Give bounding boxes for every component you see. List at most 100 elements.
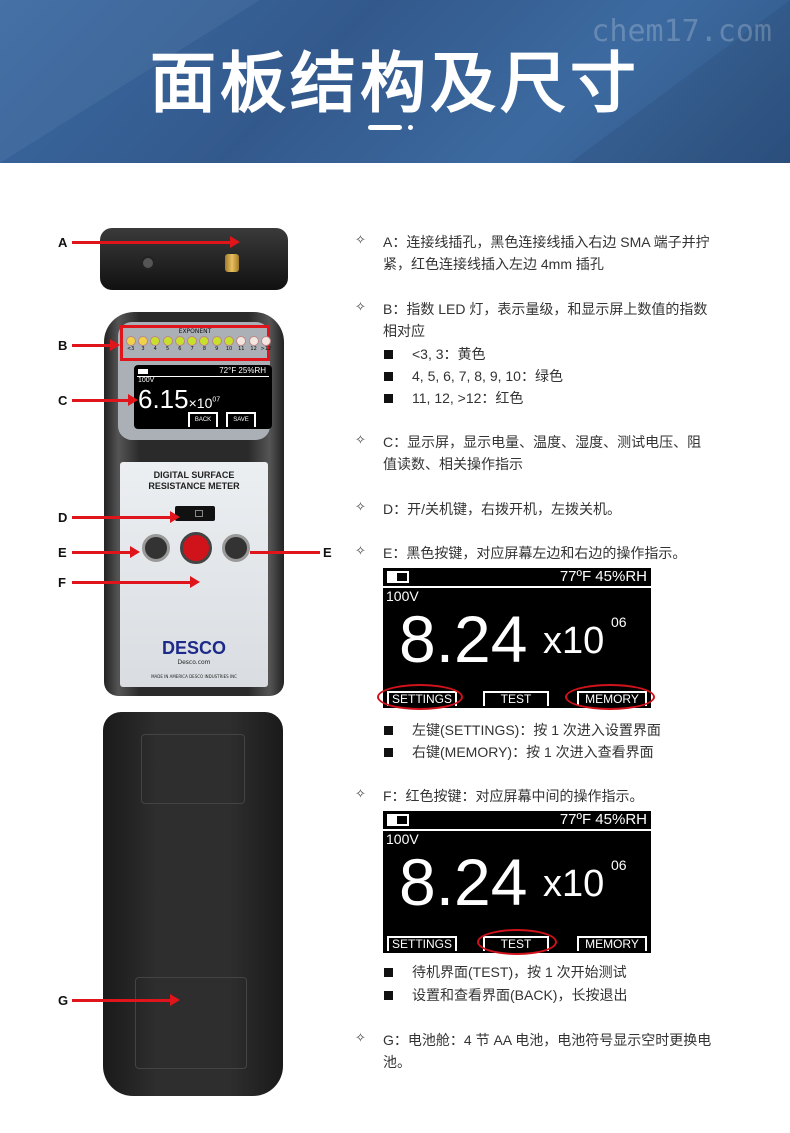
exponent-led: 11 [236,336,247,352]
reading-exponent: 06 [611,614,627,630]
label-g: G [58,993,69,1008]
reading-value: 8.24 [399,602,528,676]
label-b: B [58,338,68,353]
sub-item: 左键(SETTINGS)：按 1 次进入设置界面 [412,722,661,738]
battery-icon [138,369,148,374]
exponent-led: <3 [125,336,136,352]
exponent-led: 10 [223,336,235,352]
brand-logo: DESCO [161,638,226,658]
reading-value: 8.24 [399,845,528,919]
test-voltage: 100V [138,377,155,384]
diamond-bullet-icon: ✧ [355,1031,366,1046]
highlight-ring [377,684,463,710]
sub-item: 4, 5, 6, 7, 8, 9, 10：绿色 [412,368,563,384]
exponent-led: 3 [137,336,148,352]
reading-multiplier: x10 [543,620,605,662]
diamond-bullet-icon: ✧ [355,544,366,559]
sub-item: 设置和查看界面(BACK)，长按退出 [412,987,628,1003]
square-bullet-icon [384,726,393,735]
temp-humidity: 72°F 25%RH [219,366,266,375]
arrow-a [72,236,240,248]
diamond-bullet-icon: ✧ [355,233,366,248]
reading-exponent: 06 [611,857,627,873]
exponent-led: 4 [150,336,161,352]
power-switch[interactable] [175,506,215,521]
diamond-bullet-icon: ✧ [355,433,366,448]
reading-multiplier: x10 [543,863,605,905]
arrow-b [72,339,120,351]
label-d: D [58,510,68,525]
memory-softkey: MEMORY [577,936,647,951]
diamond-bullet-icon: ✧ [355,300,366,315]
square-bullet-icon [384,968,393,977]
label-e-right: E [323,545,332,560]
highlight-ring [477,929,557,955]
settings-softkey: SETTINGS [387,936,457,951]
exponent-led: 5 [162,336,173,352]
title-divider-dot [408,125,413,130]
square-bullet-icon [384,394,393,403]
device-screen: 72°F 25%RH 100V 6.15×1007 BACK SAVE [134,365,272,429]
device-faceplate: DIGITAL SURFACE RESISTANCE METER DESCO D… [120,462,268,687]
item-a: A：连接线插孔，黑色连接线插入右边 SMA 端子并拧 [383,234,710,250]
label-c: C [58,393,68,408]
item-g: G：电池舱：4 节 AA 电池，电池符号显示空时更换电 [383,1032,712,1048]
arrow-c [72,394,138,406]
device-top-view [100,228,288,290]
title-divider [368,125,402,130]
square-bullet-icon [384,991,393,1000]
arrow-g [72,994,180,1006]
left-black-button[interactable] [142,534,170,562]
item-b: 相对应 [383,323,425,339]
save-softkey: SAVE [226,412,256,427]
diamond-bullet-icon: ✧ [355,500,366,515]
item-g: 池。 [383,1054,411,1070]
4mm-jack [141,256,155,270]
arrow-e-left [72,546,140,558]
square-bullet-icon [384,350,393,359]
reading: 6.15×1007 [138,384,221,414]
item-c: C：显示屏，显示电量、温度、湿度、测试电压、阻 [383,434,702,450]
center-red-button[interactable] [180,532,212,564]
battery-icon [387,814,409,826]
label-e-left: E [58,545,67,560]
back-softkey: BACK [188,412,218,427]
exponent-led: >12 [260,336,271,352]
label-a: A [58,235,68,250]
sub-item: <3, 3：黄色 [412,346,486,362]
battery-icon [387,571,409,583]
highlight-ring [565,684,655,710]
exponent-led: 8 [199,336,210,352]
item-e: E：黑色按键，对应屏幕左边和右边的操作指示。 [383,545,687,561]
square-bullet-icon [384,748,393,757]
test-voltage: 100V [386,831,419,847]
right-black-button[interactable] [222,534,250,562]
battery-compartment [135,977,247,1069]
test-voltage: 100V [386,588,419,604]
exponent-led: 12 [248,336,259,352]
item-c: 值读数、相关操作指示 [383,456,523,472]
item-d: D：开/关机键，右拨开机，左拨关机。 [383,501,621,517]
temp-humidity: 77ºF 45%RH [559,811,647,828]
label-f: F [58,575,66,590]
arrow-d [72,511,180,523]
exponent-led: 7 [186,336,198,352]
arrow-e-right [250,551,320,554]
watermark: chem17.com [591,14,772,49]
sma-connector [225,254,239,272]
arrow-f [72,576,200,588]
page-title: 面板结构及尺寸 [150,45,640,122]
sub-item: 待机界面(TEST)，按 1 次开始测试 [412,964,627,980]
header-banner: chem17.com 面板结构及尺寸 [0,0,790,163]
test-softkey: TEST [483,691,549,706]
sub-item: 右键(MEMORY)：按 1 次进入查看界面 [412,744,654,760]
sub-item: 11, 12, >12：红色 [412,390,524,406]
exponent-led: 9 [211,336,222,352]
diamond-bullet-icon: ✧ [355,787,366,802]
square-bullet-icon [384,372,393,381]
item-f: F：红色按键：对应屏幕中间的操作指示。 [383,788,644,804]
